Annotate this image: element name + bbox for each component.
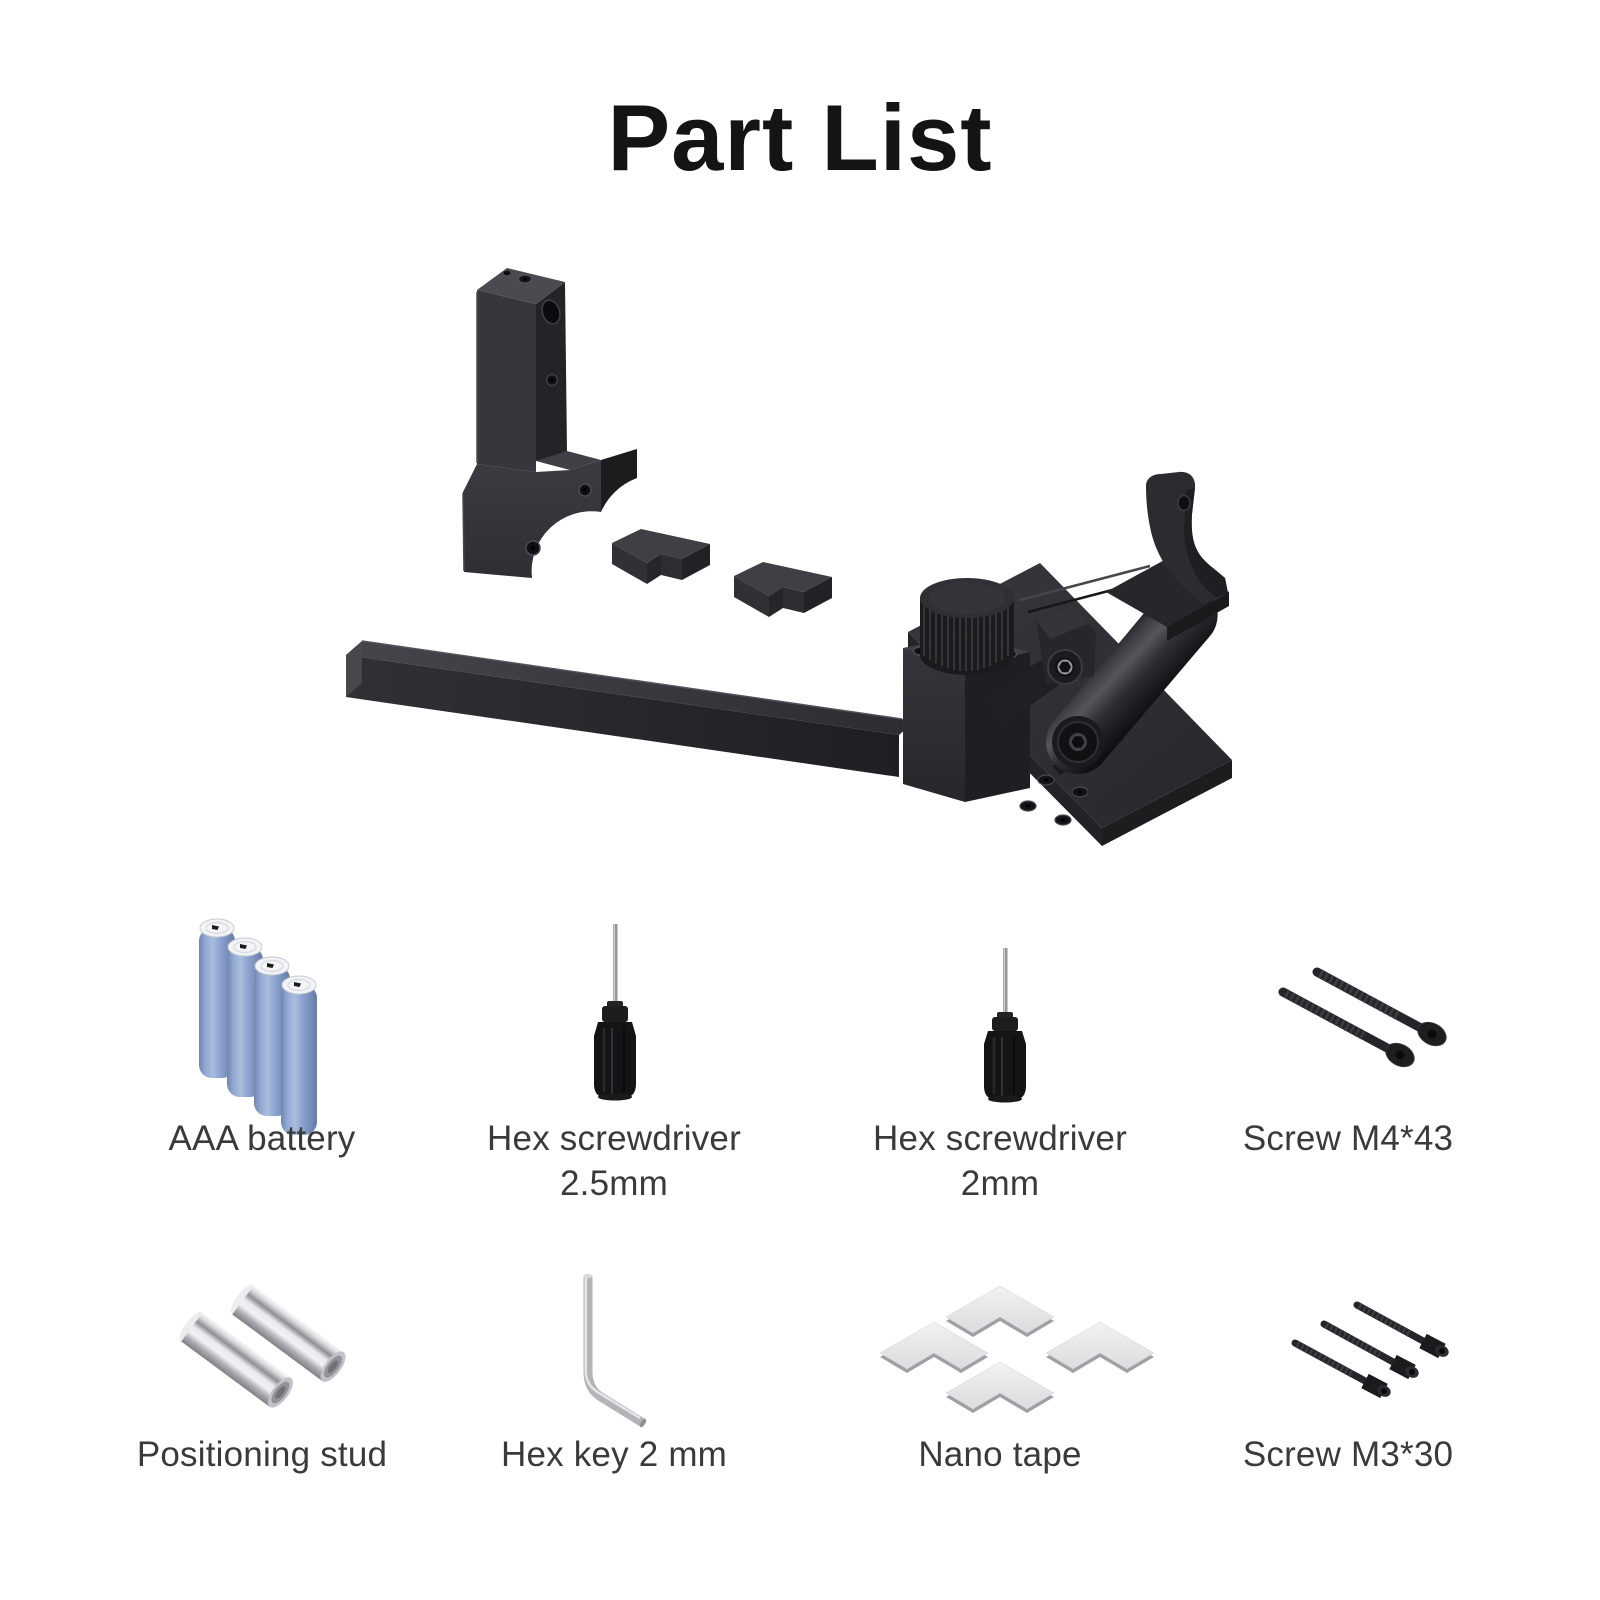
label-line2: 2mm bbox=[960, 1164, 1040, 1203]
label-line1: Nano tape bbox=[918, 1435, 1082, 1474]
hex-screwdriver-2-illustration bbox=[984, 948, 1026, 1103]
hex-screwdriver-25-illustration bbox=[594, 924, 636, 1101]
assembly-long-bar bbox=[346, 640, 915, 777]
label-line1: Screw M3*30 bbox=[1242, 1435, 1454, 1474]
screw-m3x30-illustration bbox=[1291, 1301, 1449, 1399]
label-line1: Hex screwdriver bbox=[873, 1119, 1127, 1158]
plate-screw-holes bbox=[1019, 774, 1089, 826]
label-line1: Hex key 2 mm bbox=[500, 1435, 728, 1474]
assembly-render bbox=[346, 268, 1232, 846]
positioning-stud-illustration bbox=[179, 1284, 346, 1408]
page-title: Part List bbox=[607, 85, 993, 190]
assembly-knob bbox=[920, 578, 1014, 675]
assembly-bracket-arm bbox=[1106, 471, 1229, 641]
screw-m4x43-illustration bbox=[1278, 967, 1447, 1068]
tower-holes bbox=[503, 270, 592, 556]
label-line2: 2.5mm bbox=[560, 1164, 668, 1203]
label-hex-screwdriver-2: Hex screwdriver 2mm bbox=[770, 1116, 1230, 1206]
label-screw-m4x43: Screw M4*43 bbox=[1118, 1116, 1578, 1161]
hex-key-illustration bbox=[583, 1273, 647, 1428]
label-aaa-battery: AAA battery bbox=[32, 1116, 492, 1161]
label-nano-tape: Nano tape bbox=[770, 1432, 1230, 1477]
aaa-battery-illustration bbox=[199, 918, 317, 1135]
assembly-support-tower bbox=[462, 268, 637, 578]
assembly-pivot-clamp bbox=[984, 605, 1096, 724]
label-line1: Positioning stud bbox=[136, 1435, 388, 1474]
label-line1: Hex screwdriver bbox=[487, 1119, 741, 1158]
assembly-riser-blocks bbox=[612, 529, 832, 617]
label-screw-m3x30: Screw M3*30 bbox=[1118, 1432, 1578, 1477]
label-hex-screwdriver-25: Hex screwdriver 2.5mm bbox=[384, 1116, 844, 1206]
label-line1: AAA battery bbox=[168, 1119, 356, 1158]
label-line1: Screw M4*43 bbox=[1242, 1119, 1454, 1158]
label-positioning-stud: Positioning stud bbox=[32, 1432, 492, 1477]
label-hex-key: Hex key 2 mm bbox=[384, 1432, 844, 1477]
nano-tape-illustration bbox=[879, 1285, 1155, 1413]
